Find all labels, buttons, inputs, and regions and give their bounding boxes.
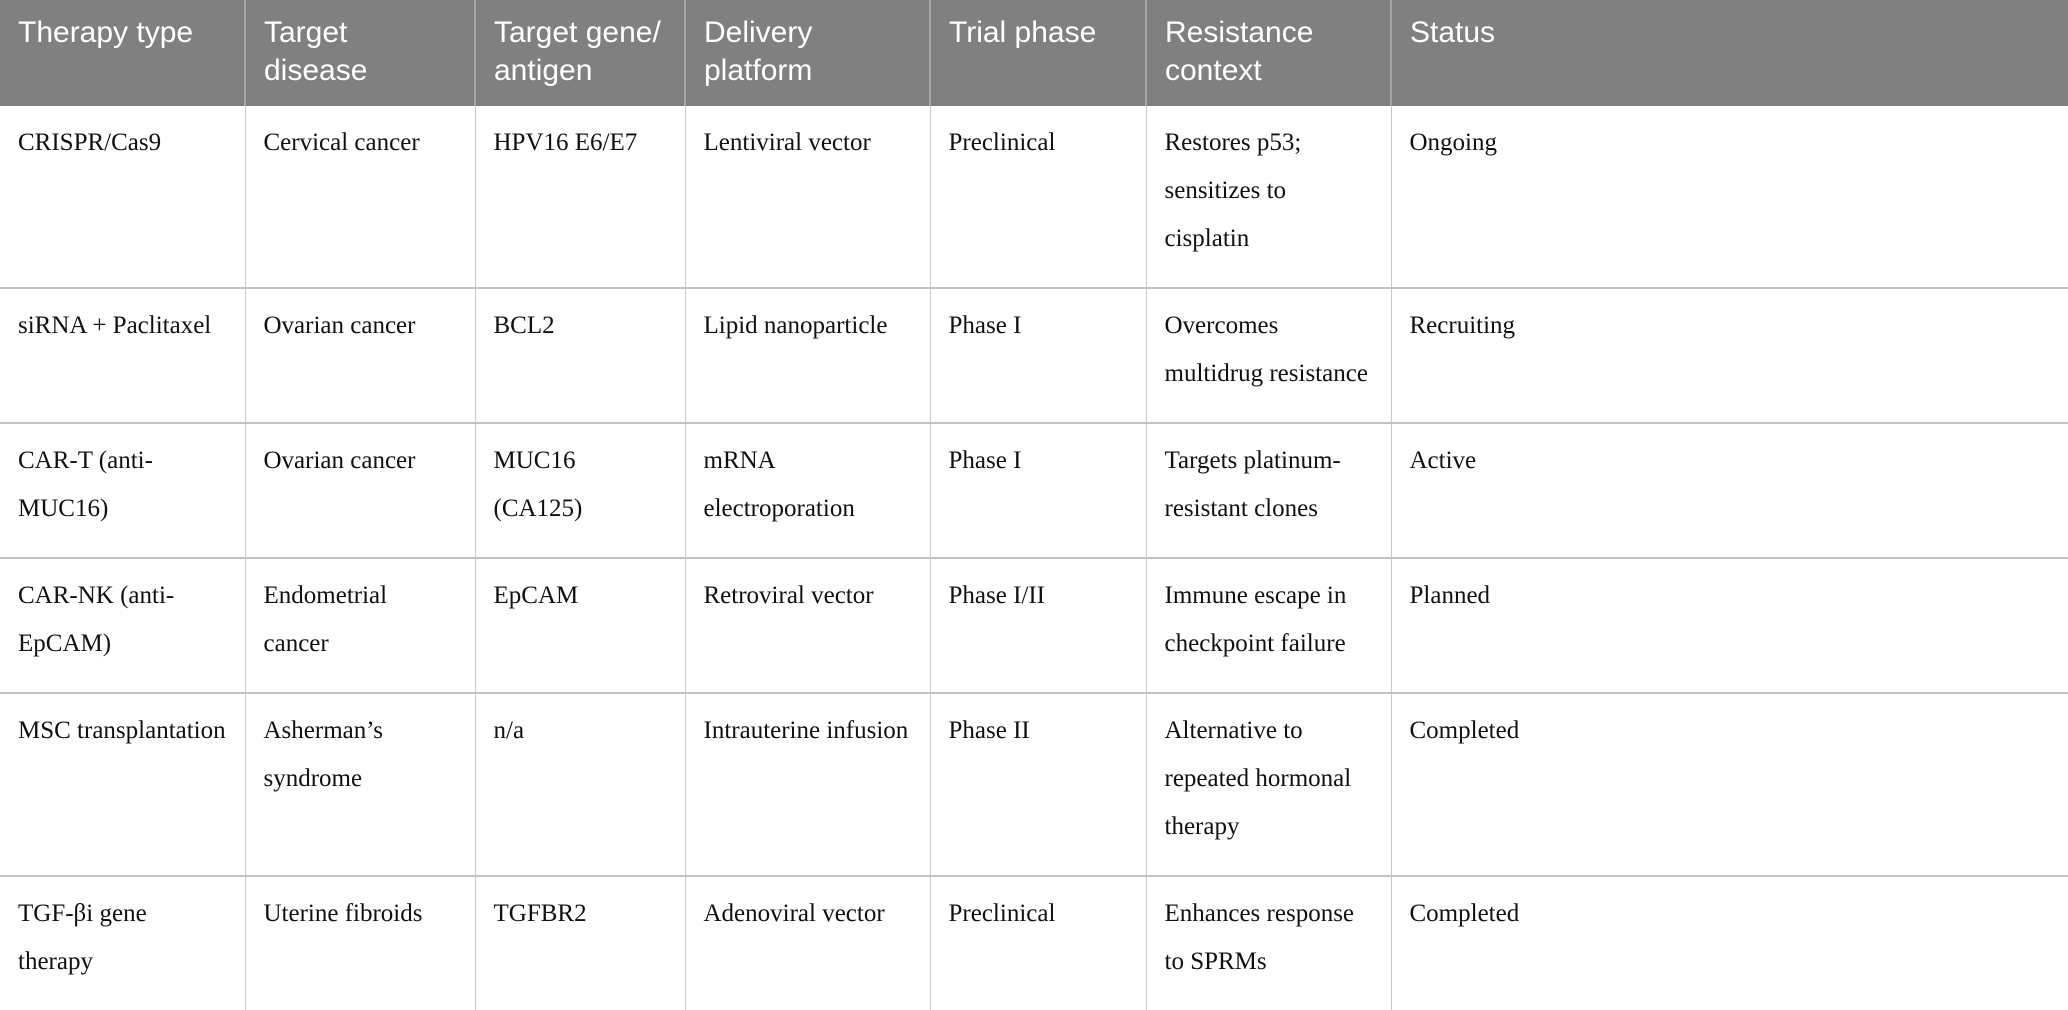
cell-delivery-platform: Retroviral vector: [685, 558, 931, 694]
cell-target-disease: Asherman’s syndrome: [245, 693, 476, 877]
cell-target-disease: Ovarian cancer: [245, 288, 476, 424]
cell-target-disease: Uterine fibroids: [245, 876, 476, 1010]
cell-therapy-type: CAR-NK (anti-EpCAM): [0, 558, 246, 694]
column-header-trial-phase: Trial phase: [930, 0, 1147, 106]
cell-delivery-platform: Adenoviral vector: [685, 876, 931, 1010]
cell-trial-phase: Phase I/II: [930, 558, 1147, 694]
cell-therapy-type: CAR-T (anti-MUC16): [0, 423, 246, 559]
cell-trial-phase: Preclinical: [930, 876, 1147, 1010]
cell-target-gene-antigen: BCL2: [475, 288, 686, 424]
cell-target-gene-antigen: MUC16 (CA125): [475, 423, 686, 559]
cell-resistance-context: Enhances response to SPRMs: [1146, 876, 1392, 1010]
cell-therapy-type: MSC transplantation: [0, 693, 246, 877]
cell-therapy-type: CRISPR/Cas9: [0, 106, 246, 289]
cell-resistance-context: Immune escape in checkpoint failure: [1146, 558, 1392, 694]
cell-status: Planned: [1391, 558, 2068, 694]
column-header-target-gene-antigen: Target gene/ antigen: [475, 0, 686, 106]
cell-target-gene-antigen: HPV16 E6/E7: [475, 106, 686, 289]
cell-target-disease: Ovarian cancer: [245, 423, 476, 559]
table-row: CAR-NK (anti-EpCAM) Endometrial cancer E…: [0, 558, 2068, 694]
cell-status: Active: [1391, 423, 2068, 559]
table-row: TGF-βi gene therapy Uterine fibroids TGF…: [0, 876, 2068, 1010]
header-row: Therapy type Target disease Target gene/…: [0, 0, 2068, 106]
cell-status: Recruiting: [1391, 288, 2068, 424]
column-header-target-disease: Target disease: [245, 0, 476, 106]
cell-status: Completed: [1391, 693, 2068, 877]
cell-status: Ongoing: [1391, 106, 2068, 289]
column-header-therapy-type: Therapy type: [0, 0, 246, 106]
cell-delivery-platform: Lipid nanoparticle: [685, 288, 931, 424]
cell-delivery-platform: Lentiviral vector: [685, 106, 931, 289]
column-header-status: Status: [1391, 0, 2068, 106]
cell-resistance-context: Alternative to repeated hormonal therapy: [1146, 693, 1392, 877]
cell-therapy-type: TGF-βi gene therapy: [0, 876, 246, 1010]
cell-target-gene-antigen: TGFBR2: [475, 876, 686, 1010]
cell-resistance-context: Overcomes multidrug resistance: [1146, 288, 1392, 424]
cell-target-gene-antigen: EpCAM: [475, 558, 686, 694]
column-header-resistance-context: Resistance context: [1146, 0, 1392, 106]
table-row: MSC transplantation Asherman’s syndrome …: [0, 693, 2068, 877]
table-header: Therapy type Target disease Target gene/…: [0, 0, 2068, 106]
table-body: CRISPR/Cas9 Cervical cancer HPV16 E6/E7 …: [0, 106, 2068, 1010]
cell-resistance-context: Restores p53; sensitizes to cisplatin: [1146, 106, 1392, 289]
cell-trial-phase: Phase I: [930, 288, 1147, 424]
cell-resistance-context: Targets platinum-resistant clones: [1146, 423, 1392, 559]
cell-target-gene-antigen: n/a: [475, 693, 686, 877]
cell-target-disease: Endometrial cancer: [245, 558, 476, 694]
cell-target-disease: Cervical cancer: [245, 106, 476, 289]
column-header-delivery-platform: Delivery platform: [685, 0, 931, 106]
cell-delivery-platform: Intrauterine infusion: [685, 693, 931, 877]
cell-status: Completed: [1391, 876, 2068, 1010]
table-row: CAR-T (anti-MUC16) Ovarian cancer MUC16 …: [0, 423, 2068, 559]
cell-trial-phase: Phase I: [930, 423, 1147, 559]
table-row: siRNA + Paclitaxel Ovarian cancer BCL2 L…: [0, 288, 2068, 424]
cell-delivery-platform: mRNA electroporation: [685, 423, 931, 559]
cell-trial-phase: Preclinical: [930, 106, 1147, 289]
cell-therapy-type: siRNA + Paclitaxel: [0, 288, 246, 424]
table-row: CRISPR/Cas9 Cervical cancer HPV16 E6/E7 …: [0, 106, 2068, 289]
cell-trial-phase: Phase II: [930, 693, 1147, 877]
